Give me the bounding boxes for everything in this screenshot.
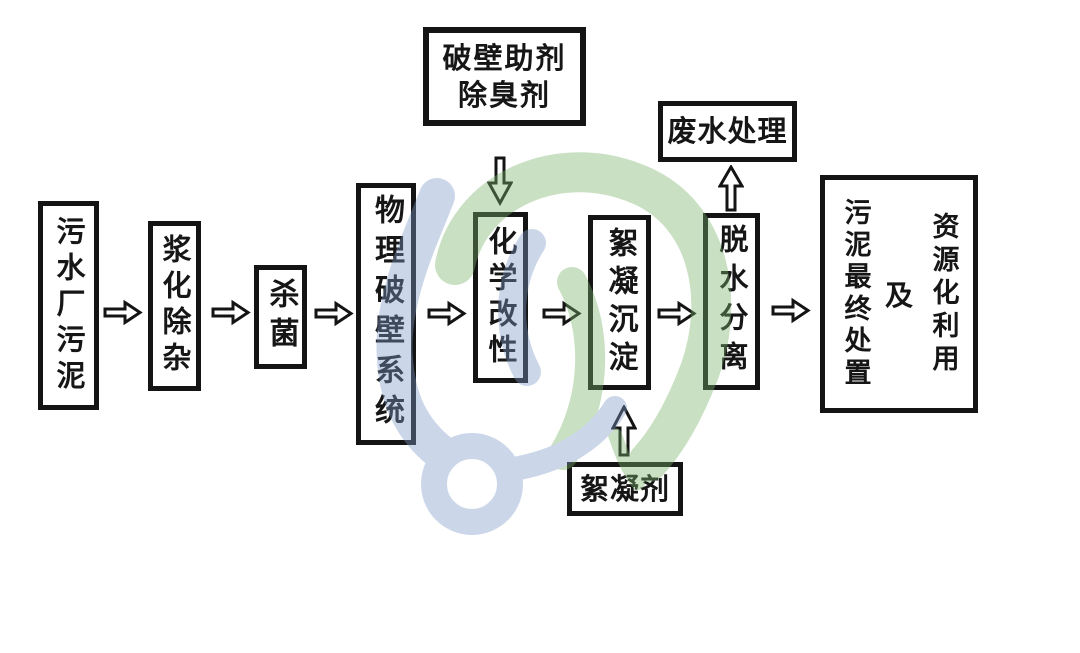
node-label: 污水厂污泥 <box>52 215 86 396</box>
flow-arrow-right-icon <box>542 300 582 327</box>
node-label: 化学改性 <box>484 225 518 370</box>
node-label: 脱水分离 <box>715 223 749 380</box>
node-dewatering-separation: 脱水分离 <box>703 213 760 390</box>
node-sterilization: 杀菌 <box>254 265 307 369</box>
flow-arrow-right-icon <box>771 297 811 324</box>
node-flocculant: 絮凝剂 <box>567 462 683 516</box>
wastewater-label: 废水处理 <box>667 114 788 149</box>
flow-arrow-right-icon <box>314 300 354 327</box>
flow-arrow-right-icon <box>211 299 251 326</box>
node-chemical-modification: 化学改性 <box>473 212 528 383</box>
flow-arrow-up-icon <box>718 165 744 212</box>
node-physical-wall-breaking-system: 物理破壁系统 <box>356 183 416 445</box>
node-flocculation-sedimentation: 絮凝沉淀 <box>588 215 651 390</box>
node-label: 浆化除杂 <box>158 234 192 378</box>
node-final-disposal-and-resource-utilization: 污泥最终处置 及 资源化利用 <box>820 175 978 413</box>
flow-arrow-right-icon <box>657 300 697 327</box>
final-node-columns: 污泥最终处置 及 资源化利用 <box>825 180 973 408</box>
additives-line2: 除臭剂 <box>457 77 551 112</box>
flow-arrow-right-icon <box>103 299 143 326</box>
final-left-column-label: 污泥最终处置 <box>839 198 871 390</box>
additives-label: 破壁助剂 除臭剂 <box>442 40 566 113</box>
node-wastewater-treatment: 废水处理 <box>658 101 797 162</box>
node-additives-deodorant: 破壁助剂 除臭剂 <box>423 27 586 126</box>
final-right-column-label: 资源化利用 <box>927 211 959 377</box>
flow-arrow-up-icon <box>611 405 637 457</box>
additives-line1: 破壁助剂 <box>442 41 567 76</box>
node-label: 絮凝沉淀 <box>602 226 638 379</box>
node-label: 杀菌 <box>263 278 299 356</box>
node-sewage-plant-sludge: 污水厂污泥 <box>38 201 99 410</box>
watermark-logo <box>376 152 732 535</box>
node-slurry-impurity-removal: 浆化除杂 <box>148 221 201 391</box>
final-connector-label: 及 <box>884 279 913 312</box>
flocculant-label: 絮凝剂 <box>579 471 670 506</box>
flow-arrow-down-icon <box>487 156 513 206</box>
flow-arrow-right-icon <box>427 300 467 327</box>
node-label: 物理破壁系统 <box>369 194 404 434</box>
